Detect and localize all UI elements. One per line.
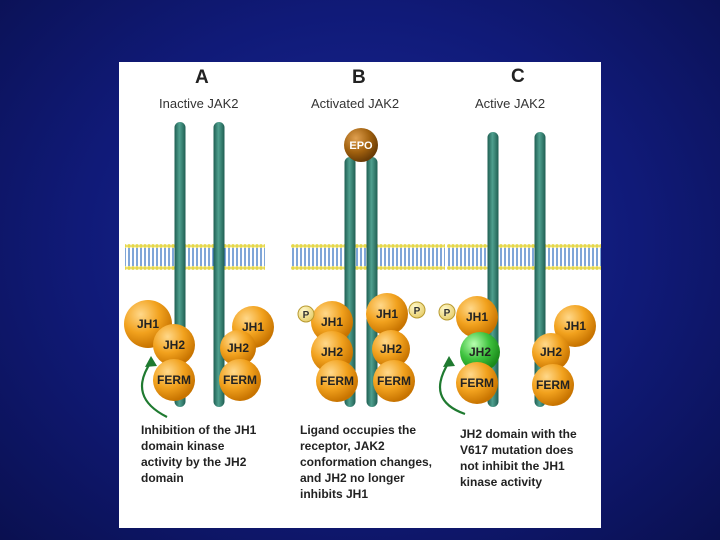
cell-membranes <box>125 242 601 272</box>
domain-sphere <box>372 330 410 368</box>
phosphate-circle <box>438 303 456 321</box>
ferm-domain: FERM <box>219 359 261 401</box>
domain-label: JH2 <box>227 341 249 355</box>
domain-label: JH1 <box>564 319 586 333</box>
panel-b-caption: Ligand occupies the receptor, JAK2 confo… <box>300 423 433 501</box>
domain-sphere <box>373 360 415 402</box>
phosphate-group: P <box>438 303 456 321</box>
domain-label: JH1 <box>321 315 343 329</box>
domain-sphere <box>532 364 574 406</box>
domain-sphere <box>460 332 500 372</box>
jh2-domain: JH2 <box>532 333 570 371</box>
domain-label: FERM <box>460 376 494 390</box>
inhibition-arrows <box>141 356 466 418</box>
panel-b-title: Activated JAK2 <box>311 96 400 111</box>
phosphate-group: P <box>408 301 426 319</box>
membrane-bilayer <box>447 242 601 272</box>
arrowhead <box>145 356 157 367</box>
jh2-domain: JH2 <box>153 324 195 366</box>
domain-label: JH2 <box>540 345 562 359</box>
domain-label: FERM <box>377 374 411 388</box>
phosphate-label: P <box>444 308 451 319</box>
domain-sphere <box>153 324 195 366</box>
domain-sphere <box>456 296 498 338</box>
epo-ligand: EPO <box>344 128 378 162</box>
domain-label: JH1 <box>466 310 488 324</box>
inhibition-arrow <box>439 361 466 416</box>
panel-a-title: Inactive JAK2 <box>159 96 239 111</box>
jh2-mutant-domain: JH2 <box>460 332 500 372</box>
arrowhead <box>443 356 455 367</box>
jh1-domain: JH1 <box>366 293 408 335</box>
domain-label: JH2 <box>469 345 491 359</box>
domain-sphere <box>219 359 261 401</box>
domain-label: FERM <box>157 373 191 387</box>
domain-label: FERM <box>223 373 257 387</box>
ferm-domain: FERM <box>316 360 358 402</box>
jh1-domain: JH1 <box>311 301 353 343</box>
ligand-sphere <box>344 128 378 162</box>
ferm-domain: FERM <box>532 364 574 406</box>
domain-label: JH2 <box>380 342 402 356</box>
panel-c-letter: C <box>511 66 525 87</box>
ferm-domain: FERM <box>456 362 498 404</box>
domain-sphere <box>220 330 256 366</box>
phosphate-group: P <box>297 305 315 323</box>
jh1-domain: JH1 <box>456 296 498 338</box>
inhibition-arrow <box>141 361 168 418</box>
ligand-label: EPO <box>349 140 373 152</box>
domain-sphere <box>456 362 498 404</box>
domain-sphere <box>311 301 353 343</box>
jh2-domain: JH2 <box>372 330 410 368</box>
panel-c-caption: JH2 domain with the V617 mutation does n… <box>460 427 577 489</box>
panel-a-caption: Inhibition of the JH1 domain kinase acti… <box>141 423 257 485</box>
ferm-domain: FERM <box>373 360 415 402</box>
domain-label: JH1 <box>137 317 159 331</box>
domain-sphere <box>532 333 570 371</box>
domain-label: FERM <box>320 374 354 388</box>
ferm-domain: FERM <box>153 359 195 401</box>
domain-sphere <box>153 359 195 401</box>
phosphate-label: P <box>303 310 310 321</box>
domain-label: JH1 <box>376 307 398 321</box>
phosphate-circle <box>297 305 315 323</box>
receptor-chain <box>366 157 378 407</box>
panel-b-letter: B <box>352 67 366 88</box>
panel-a-letter: A <box>195 67 209 88</box>
jh2-domain: JH2 <box>220 330 256 366</box>
domain-label: FERM <box>536 378 570 392</box>
domain-label: JH2 <box>321 345 343 359</box>
receptor-chain <box>213 122 225 407</box>
panel-c-title: Active JAK2 <box>475 96 546 111</box>
domain-sphere <box>366 293 408 335</box>
jh1-domain: JH1 <box>554 305 596 347</box>
domain-label: JH2 <box>163 338 185 352</box>
domain-label: JH1 <box>242 320 264 334</box>
domain-sphere <box>554 305 596 347</box>
phosphate-label: P <box>414 306 421 317</box>
membrane-bilayer <box>125 242 265 272</box>
protein-domains: JH1JH2FERMJH1JH2FERMJH1JH2FERMJH1JH2FERM… <box>124 128 596 406</box>
jak2-diagram: JH1JH2FERMJH1JH2FERMJH1JH2FERMJH1JH2FERM… <box>124 122 601 418</box>
domain-sphere <box>316 360 358 402</box>
phosphate-circle <box>408 301 426 319</box>
